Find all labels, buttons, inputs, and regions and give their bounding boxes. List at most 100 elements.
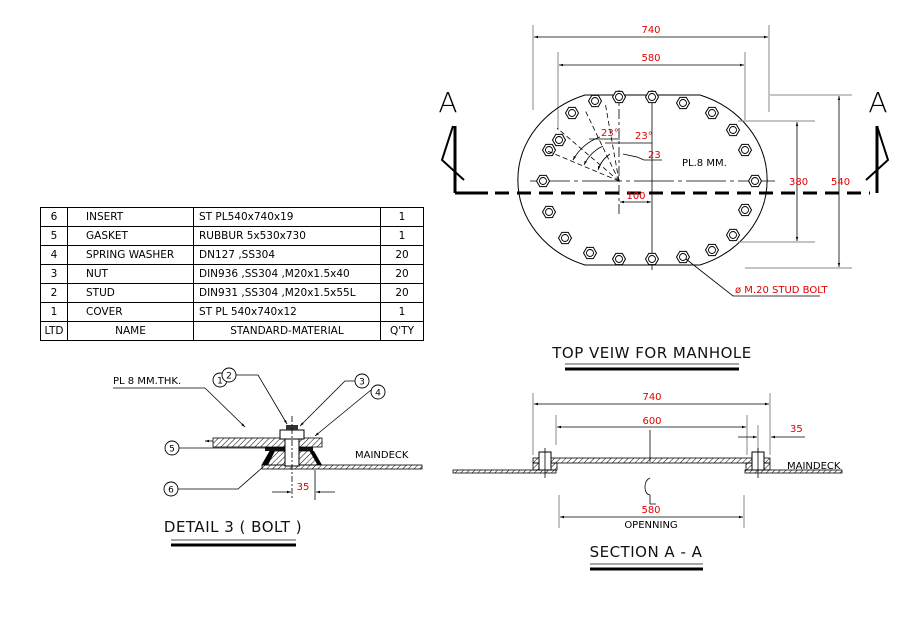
stud-bolt-icon	[541, 205, 557, 219]
section-dim-740: 740	[642, 392, 661, 403]
stud-bolt-icon	[704, 243, 720, 257]
balloon-label: 2	[226, 372, 232, 382]
stud-bolt-icon	[587, 94, 603, 108]
balloon-6: 6	[163, 481, 179, 497]
item-name: STUD	[67, 283, 194, 303]
angle-ray	[556, 127, 620, 182]
section-title: SECTION A - A	[590, 543, 703, 561]
dim-380-label: 380	[789, 177, 808, 188]
stud-bolt-icon	[535, 174, 551, 188]
stud-bolts	[535, 90, 763, 266]
section-arrow-left-head	[440, 125, 465, 181]
balloon-2-leader	[236, 374, 288, 425]
weld	[310, 451, 322, 465]
stud-bolt-icon	[611, 252, 627, 266]
stud-bolt-icon	[551, 133, 567, 147]
angle-ray	[604, 101, 620, 182]
stud-bolt-icon	[725, 123, 741, 137]
header-material: STANDARD-MATERIAL	[193, 321, 381, 341]
balloon-4: 4	[370, 384, 386, 400]
section-arrow-right-head	[865, 125, 890, 181]
balloon-3: 3	[354, 373, 370, 389]
top-view: 740 580 A A 23°	[438, 25, 890, 371]
stud-bolt-icon	[704, 106, 720, 120]
opening-label: OPENNING	[624, 520, 677, 531]
dim-580-label: 580	[641, 53, 660, 64]
header-qty: Q'TY	[380, 321, 424, 341]
stud-bolt-icon	[675, 96, 691, 110]
section-view: 740 600 35 MAINDECK 580 OPENNING SECTION…	[452, 392, 843, 571]
balloon-label: 6	[168, 486, 174, 496]
item-name: SPRING WASHER	[67, 245, 194, 265]
bolt-leader	[685, 258, 820, 297]
angle-23-label-3: 23	[648, 150, 661, 161]
cover-outline	[517, 94, 768, 266]
section-dim-580: 580	[641, 505, 660, 516]
balloon-5: 5	[164, 440, 180, 456]
section-cover-plate	[532, 457, 771, 464]
balloon-3-leader	[299, 380, 355, 427]
balloon-label: 3	[359, 378, 365, 388]
top-view-title: TOP VEIW FOR MANHOLE	[551, 344, 752, 362]
angle-ray	[584, 109, 620, 182]
stud-bolt-icon	[541, 143, 557, 157]
stud-bolt-icon	[557, 231, 573, 245]
dim-540-label: 540	[831, 177, 850, 188]
angle-23-label-2: 23°	[635, 131, 653, 142]
stud-bolt-icon	[747, 174, 763, 188]
stud-bolt-icon	[611, 90, 627, 104]
stud-bolt-icon	[582, 246, 598, 260]
balloon-6-leader	[178, 466, 264, 490]
balloon-label: 5	[169, 445, 175, 455]
section-dim-35: 35	[790, 424, 803, 435]
section-marker-left: A	[438, 86, 457, 119]
stud-bolt-icon	[644, 252, 660, 266]
cover-plate	[212, 437, 323, 448]
angle-arc	[583, 145, 604, 166]
balloon-1-leader	[204, 387, 246, 428]
stud-bolt-icon	[644, 90, 660, 104]
stud-bolt-note: ø M.20 STUD BOLT	[735, 285, 828, 296]
detail-dim-35: 35	[297, 482, 310, 493]
section-dim-600: 600	[642, 416, 661, 427]
dim-100-label: 100	[626, 191, 645, 202]
item-quantity: 20	[380, 264, 424, 284]
detail-maindeck-label: MAINDECK	[355, 450, 409, 461]
plate-thickness-note: PL.8 MM.	[682, 158, 727, 169]
weld	[262, 451, 275, 465]
section-marker-right: A	[868, 86, 887, 119]
item-material: DIN936 ,SS304 ,M20x1.5x40	[193, 264, 381, 284]
dim-740-label: 740	[641, 25, 660, 36]
angle-ray	[544, 149, 620, 182]
item-material: DIN931 ,SS304 ,M20x1.5x55L	[193, 283, 381, 303]
maindeck-left	[452, 469, 557, 474]
balloon-label: 1	[217, 377, 223, 387]
angle-arc	[597, 153, 611, 171]
section-maindeck-label: MAINDECK	[787, 461, 841, 472]
detail-plate-note: PL 8 MM.THK.	[113, 376, 181, 387]
maindeck-plate	[261, 464, 423, 470]
maindeck-right	[744, 469, 843, 474]
leader	[622, 153, 662, 161]
stud-tip	[286, 425, 298, 430]
header-name: NAME	[67, 321, 194, 341]
centerline-symbol	[644, 477, 656, 505]
angle-23-label-1: 23°	[601, 128, 619, 139]
stud-bolt-icon	[737, 143, 753, 157]
stud-bolt-icon	[725, 228, 741, 242]
balloon-2: 2	[221, 367, 237, 383]
detail-title: DETAIL 3 ( BOLT )	[164, 518, 302, 536]
item-quantity: 20	[380, 283, 424, 303]
balloon-label: 4	[375, 389, 381, 399]
angle-arc	[572, 136, 601, 161]
stud-bolt-icon	[564, 106, 580, 120]
balloon-4-leader	[314, 389, 372, 437]
